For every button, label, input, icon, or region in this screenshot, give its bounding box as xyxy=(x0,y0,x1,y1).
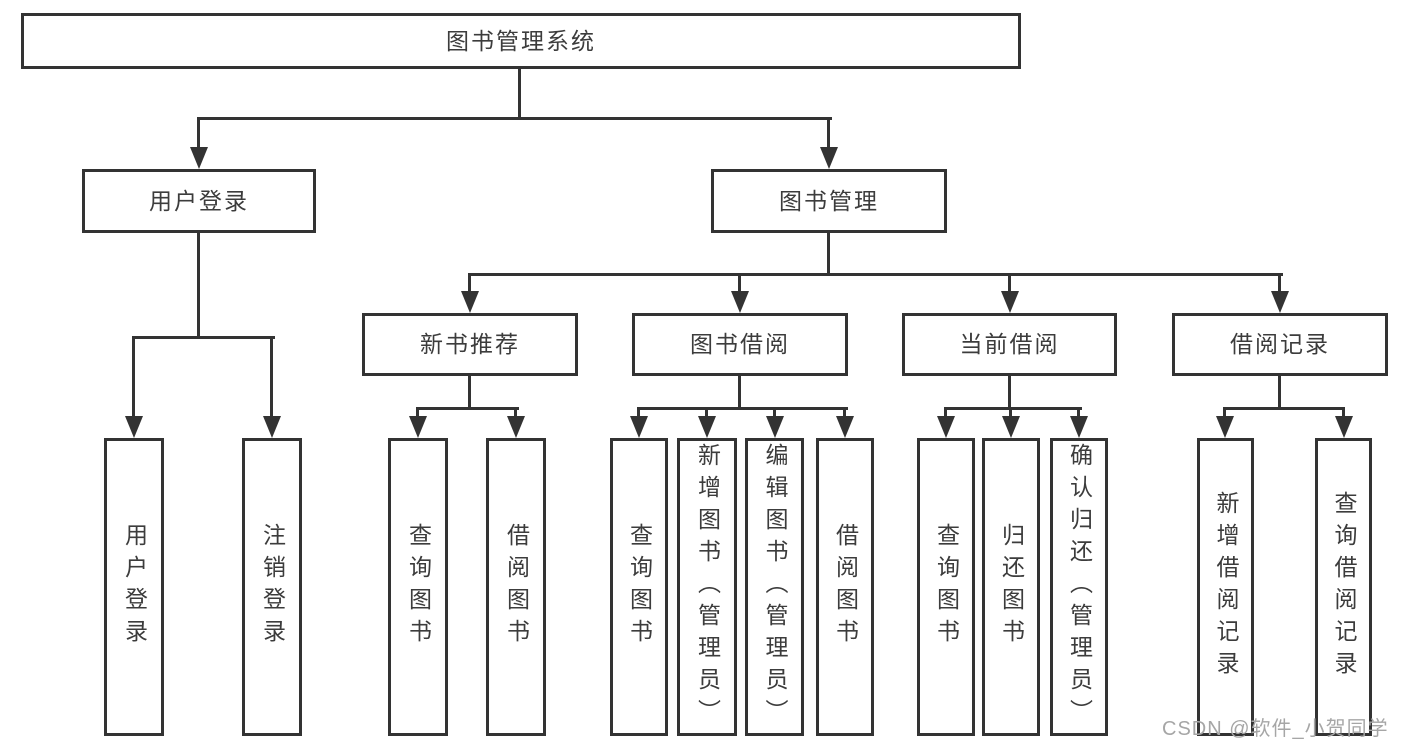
leaf-add-borrow-record: 新增借阅记录 xyxy=(1197,438,1254,736)
connector-line xyxy=(637,407,640,420)
connector-line xyxy=(944,407,1082,410)
connector-line xyxy=(132,336,275,339)
connector-line xyxy=(270,336,273,420)
leaf-confirm-return-admin: 确认归还（管理员） xyxy=(1050,438,1108,736)
connector-line xyxy=(637,407,848,410)
arrowhead-down-icon xyxy=(125,416,143,438)
leaf-edit-book-admin-label: 编辑图书（管理员） xyxy=(762,443,788,731)
connector-line xyxy=(1009,407,1012,420)
connector-line xyxy=(773,407,776,420)
node-user-login-label: 用户登录 xyxy=(149,187,249,214)
connector-line xyxy=(518,69,521,120)
arrowhead-down-icon xyxy=(836,416,854,438)
node-book-borrow: 图书借阅 xyxy=(632,313,848,376)
arrowhead-down-icon xyxy=(937,416,955,438)
leaf-borrow-books-borrow-label: 借阅图书 xyxy=(832,523,859,651)
leaf-borrow-books-recommend: 借阅图书 xyxy=(486,438,546,736)
arrowhead-down-icon xyxy=(1070,416,1088,438)
connector-line xyxy=(1077,407,1080,420)
connector-line xyxy=(738,376,741,410)
leaf-borrow-books-recommend-label: 借阅图书 xyxy=(503,523,530,651)
connector-line xyxy=(1223,407,1226,420)
leaf-query-borrow-record-label: 查询借阅记录 xyxy=(1331,491,1357,683)
arrowhead-down-icon xyxy=(190,147,208,169)
node-user-login: 用户登录 xyxy=(82,169,316,233)
leaf-return-books: 归还图书 xyxy=(982,438,1040,736)
arrowhead-down-icon xyxy=(630,416,648,438)
arrowhead-down-icon xyxy=(461,291,479,313)
arrowhead-down-icon xyxy=(263,416,281,438)
leaf-edit-book-admin: 编辑图书（管理员） xyxy=(745,438,804,736)
arrowhead-down-icon xyxy=(507,416,525,438)
connector-line xyxy=(468,273,471,295)
connector-line xyxy=(1342,407,1345,420)
connector-line xyxy=(197,117,832,120)
connector-line xyxy=(468,273,1283,276)
connector-line xyxy=(1223,407,1345,410)
arrowhead-down-icon xyxy=(820,147,838,169)
connector-line xyxy=(1278,273,1281,295)
arrowhead-down-icon xyxy=(409,416,427,438)
leaf-add-book-admin: 新增图书（管理员） xyxy=(677,438,737,736)
connector-line xyxy=(416,407,519,410)
connector-line xyxy=(132,336,135,420)
leaf-confirm-return-admin-label: 确认归还（管理员） xyxy=(1066,443,1093,731)
node-book-management: 图书管理 xyxy=(711,169,947,233)
leaf-user-login-label: 用户登录 xyxy=(121,523,148,651)
node-borrow-records-label: 借阅记录 xyxy=(1230,331,1330,357)
connector-line xyxy=(197,117,200,150)
node-current-borrow: 当前借阅 xyxy=(902,313,1117,376)
node-root: 图书管理系统 xyxy=(21,13,1021,69)
arrowhead-down-icon xyxy=(1001,291,1019,313)
connector-line xyxy=(827,117,830,150)
connector-line xyxy=(1278,376,1281,410)
node-new-book-recommend-label: 新书推荐 xyxy=(420,331,520,357)
leaf-query-books-borrow-label: 查询图书 xyxy=(626,523,653,651)
connector-line xyxy=(197,233,200,339)
connector-line xyxy=(1008,273,1011,295)
arrowhead-down-icon xyxy=(1271,291,1289,313)
leaf-query-borrow-record: 查询借阅记录 xyxy=(1315,438,1372,736)
connector-line xyxy=(514,407,517,420)
connector-line xyxy=(827,233,830,276)
node-root-label: 图书管理系统 xyxy=(446,27,596,54)
csdn-watermark: CSDN @软件_小贺同学 xyxy=(1162,718,1389,740)
leaf-add-book-admin-label: 新增图书（管理员） xyxy=(694,443,721,731)
leaf-add-borrow-record-label: 新增借阅记录 xyxy=(1213,491,1239,683)
connector-line xyxy=(738,273,741,295)
leaf-logout-label: 注销登录 xyxy=(259,523,286,651)
connector-line xyxy=(468,376,471,410)
leaf-query-books-borrow: 查询图书 xyxy=(610,438,668,736)
arrowhead-down-icon xyxy=(766,416,784,438)
arrowhead-down-icon xyxy=(731,291,749,313)
node-new-book-recommend: 新书推荐 xyxy=(362,313,578,376)
connector-line xyxy=(1008,376,1011,410)
connector-line xyxy=(944,407,947,420)
arrowhead-down-icon xyxy=(1335,416,1353,438)
node-borrow-records: 借阅记录 xyxy=(1172,313,1388,376)
node-book-borrow-label: 图书借阅 xyxy=(690,331,790,357)
leaf-query-books-recommend-label: 查询图书 xyxy=(405,523,432,651)
leaf-user-login: 用户登录 xyxy=(104,438,164,736)
leaf-logout: 注销登录 xyxy=(242,438,302,736)
connector-line xyxy=(416,407,419,420)
arrowhead-down-icon xyxy=(1216,416,1234,438)
node-current-borrow-label: 当前借阅 xyxy=(959,331,1060,357)
leaf-query-books-current-label: 查询图书 xyxy=(933,523,960,651)
leaf-query-books-recommend: 查询图书 xyxy=(388,438,448,736)
leaf-borrow-books-borrow: 借阅图书 xyxy=(816,438,874,736)
connector-line xyxy=(705,407,708,420)
leaf-query-books-current: 查询图书 xyxy=(917,438,975,736)
arrowhead-down-icon xyxy=(698,416,716,438)
arrowhead-down-icon xyxy=(1002,416,1020,438)
leaf-return-books-label: 归还图书 xyxy=(998,523,1025,651)
connector-line xyxy=(843,407,846,420)
node-book-management-label: 图书管理 xyxy=(779,187,879,214)
